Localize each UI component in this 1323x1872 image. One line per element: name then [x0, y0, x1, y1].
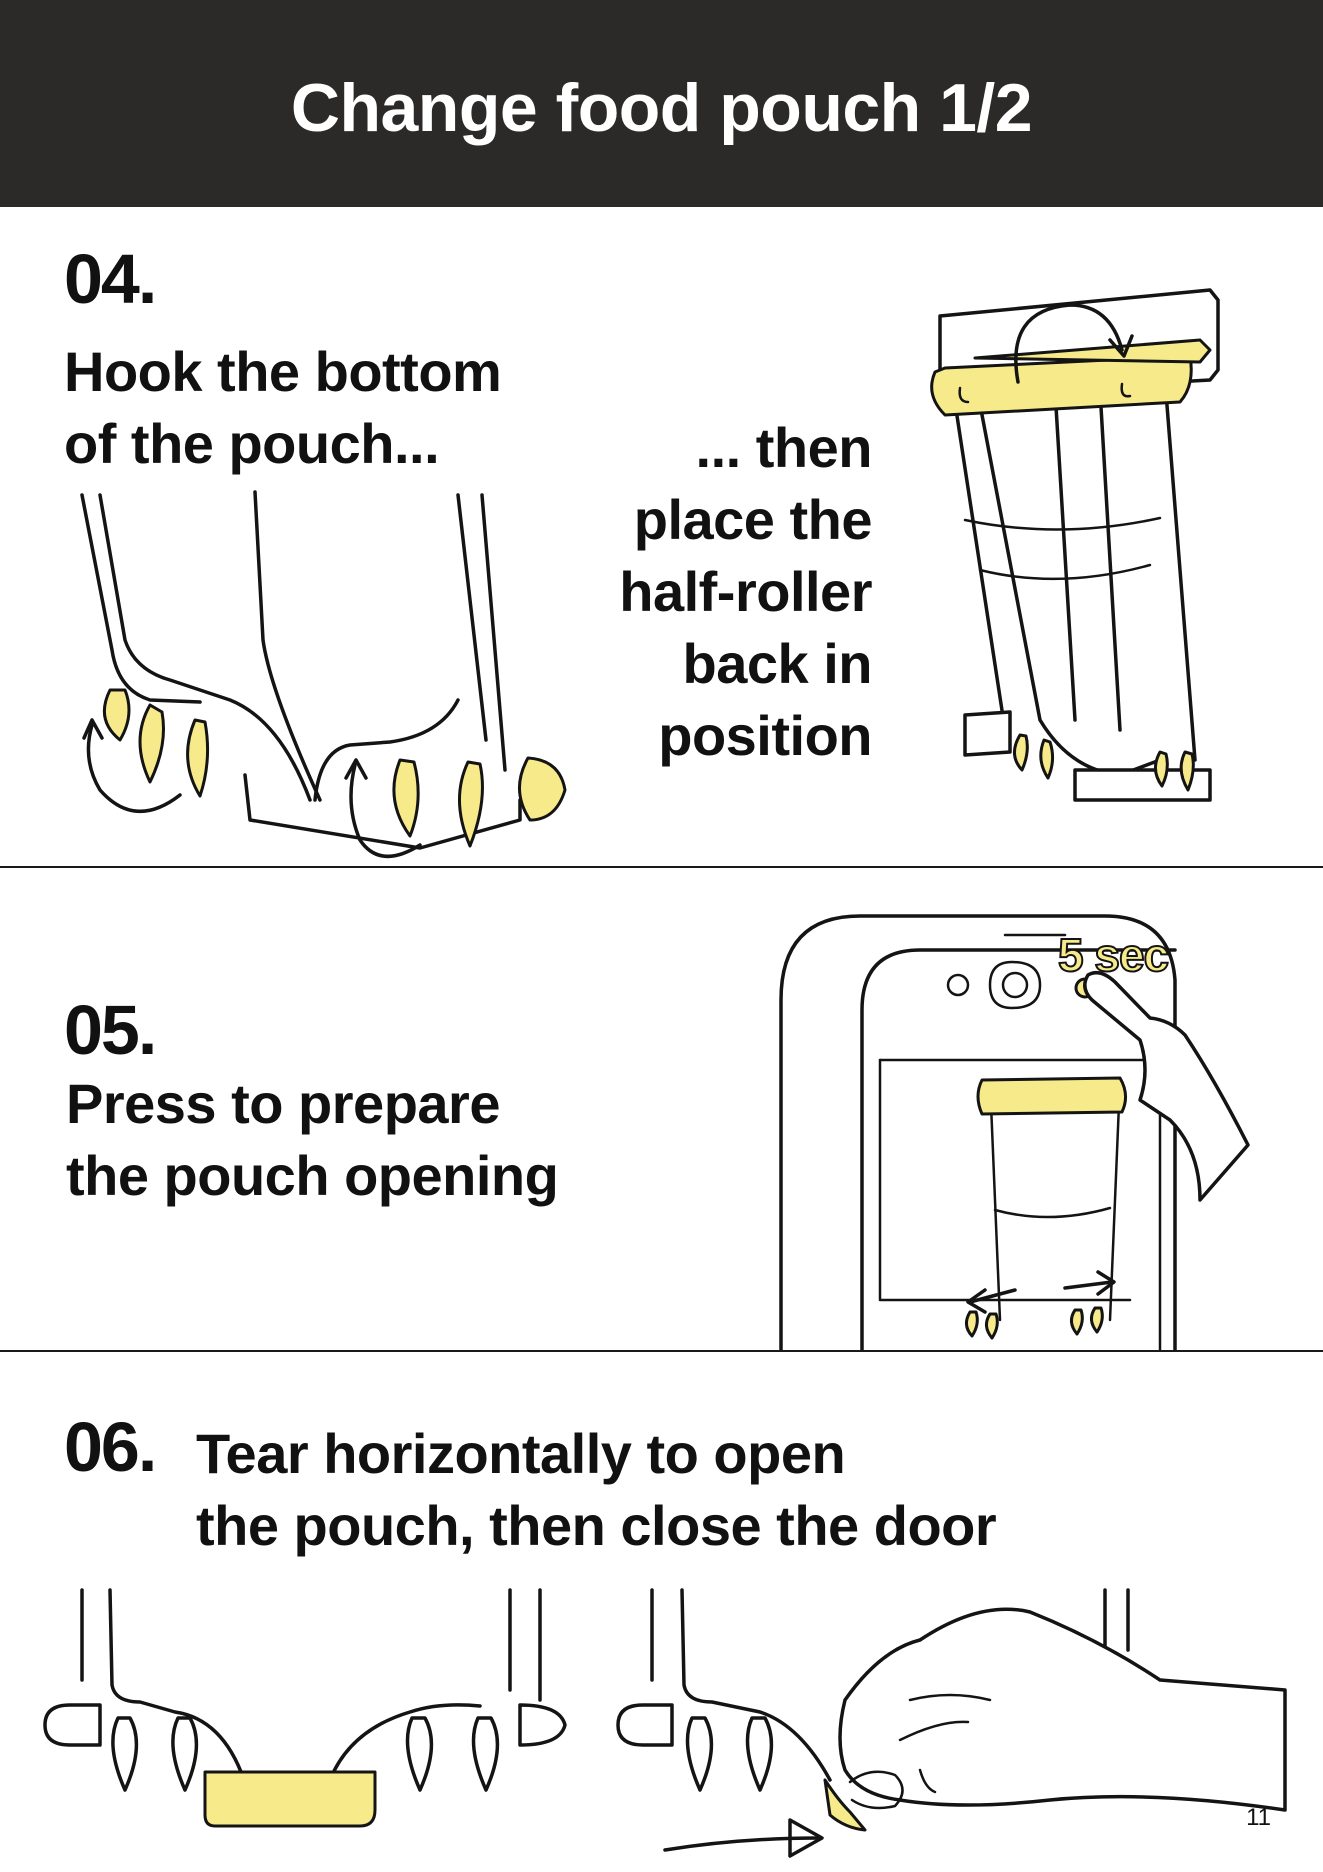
tear-arrow-icon [665, 1838, 820, 1850]
page-number: 11 [1246, 1804, 1271, 1832]
